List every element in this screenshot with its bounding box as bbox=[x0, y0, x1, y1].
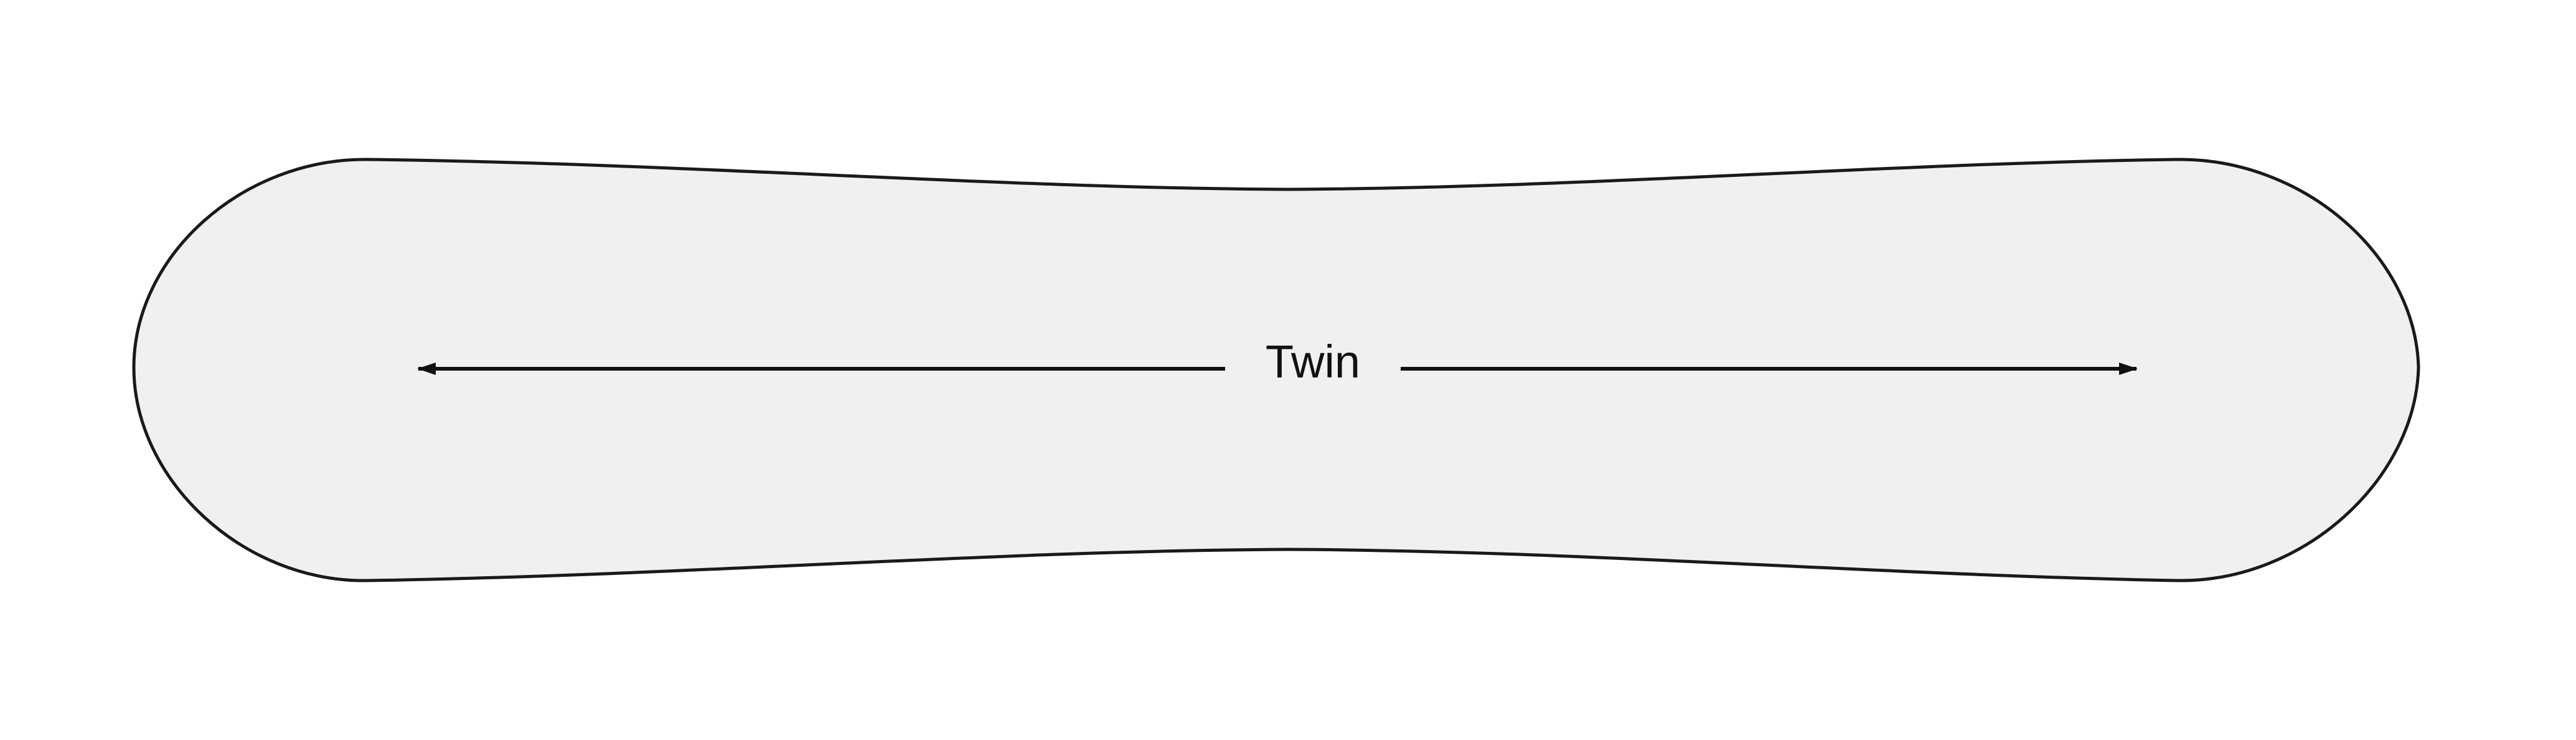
snowboard-outline bbox=[132, 158, 2420, 582]
board-shape-label: Twin bbox=[1266, 336, 1360, 387]
